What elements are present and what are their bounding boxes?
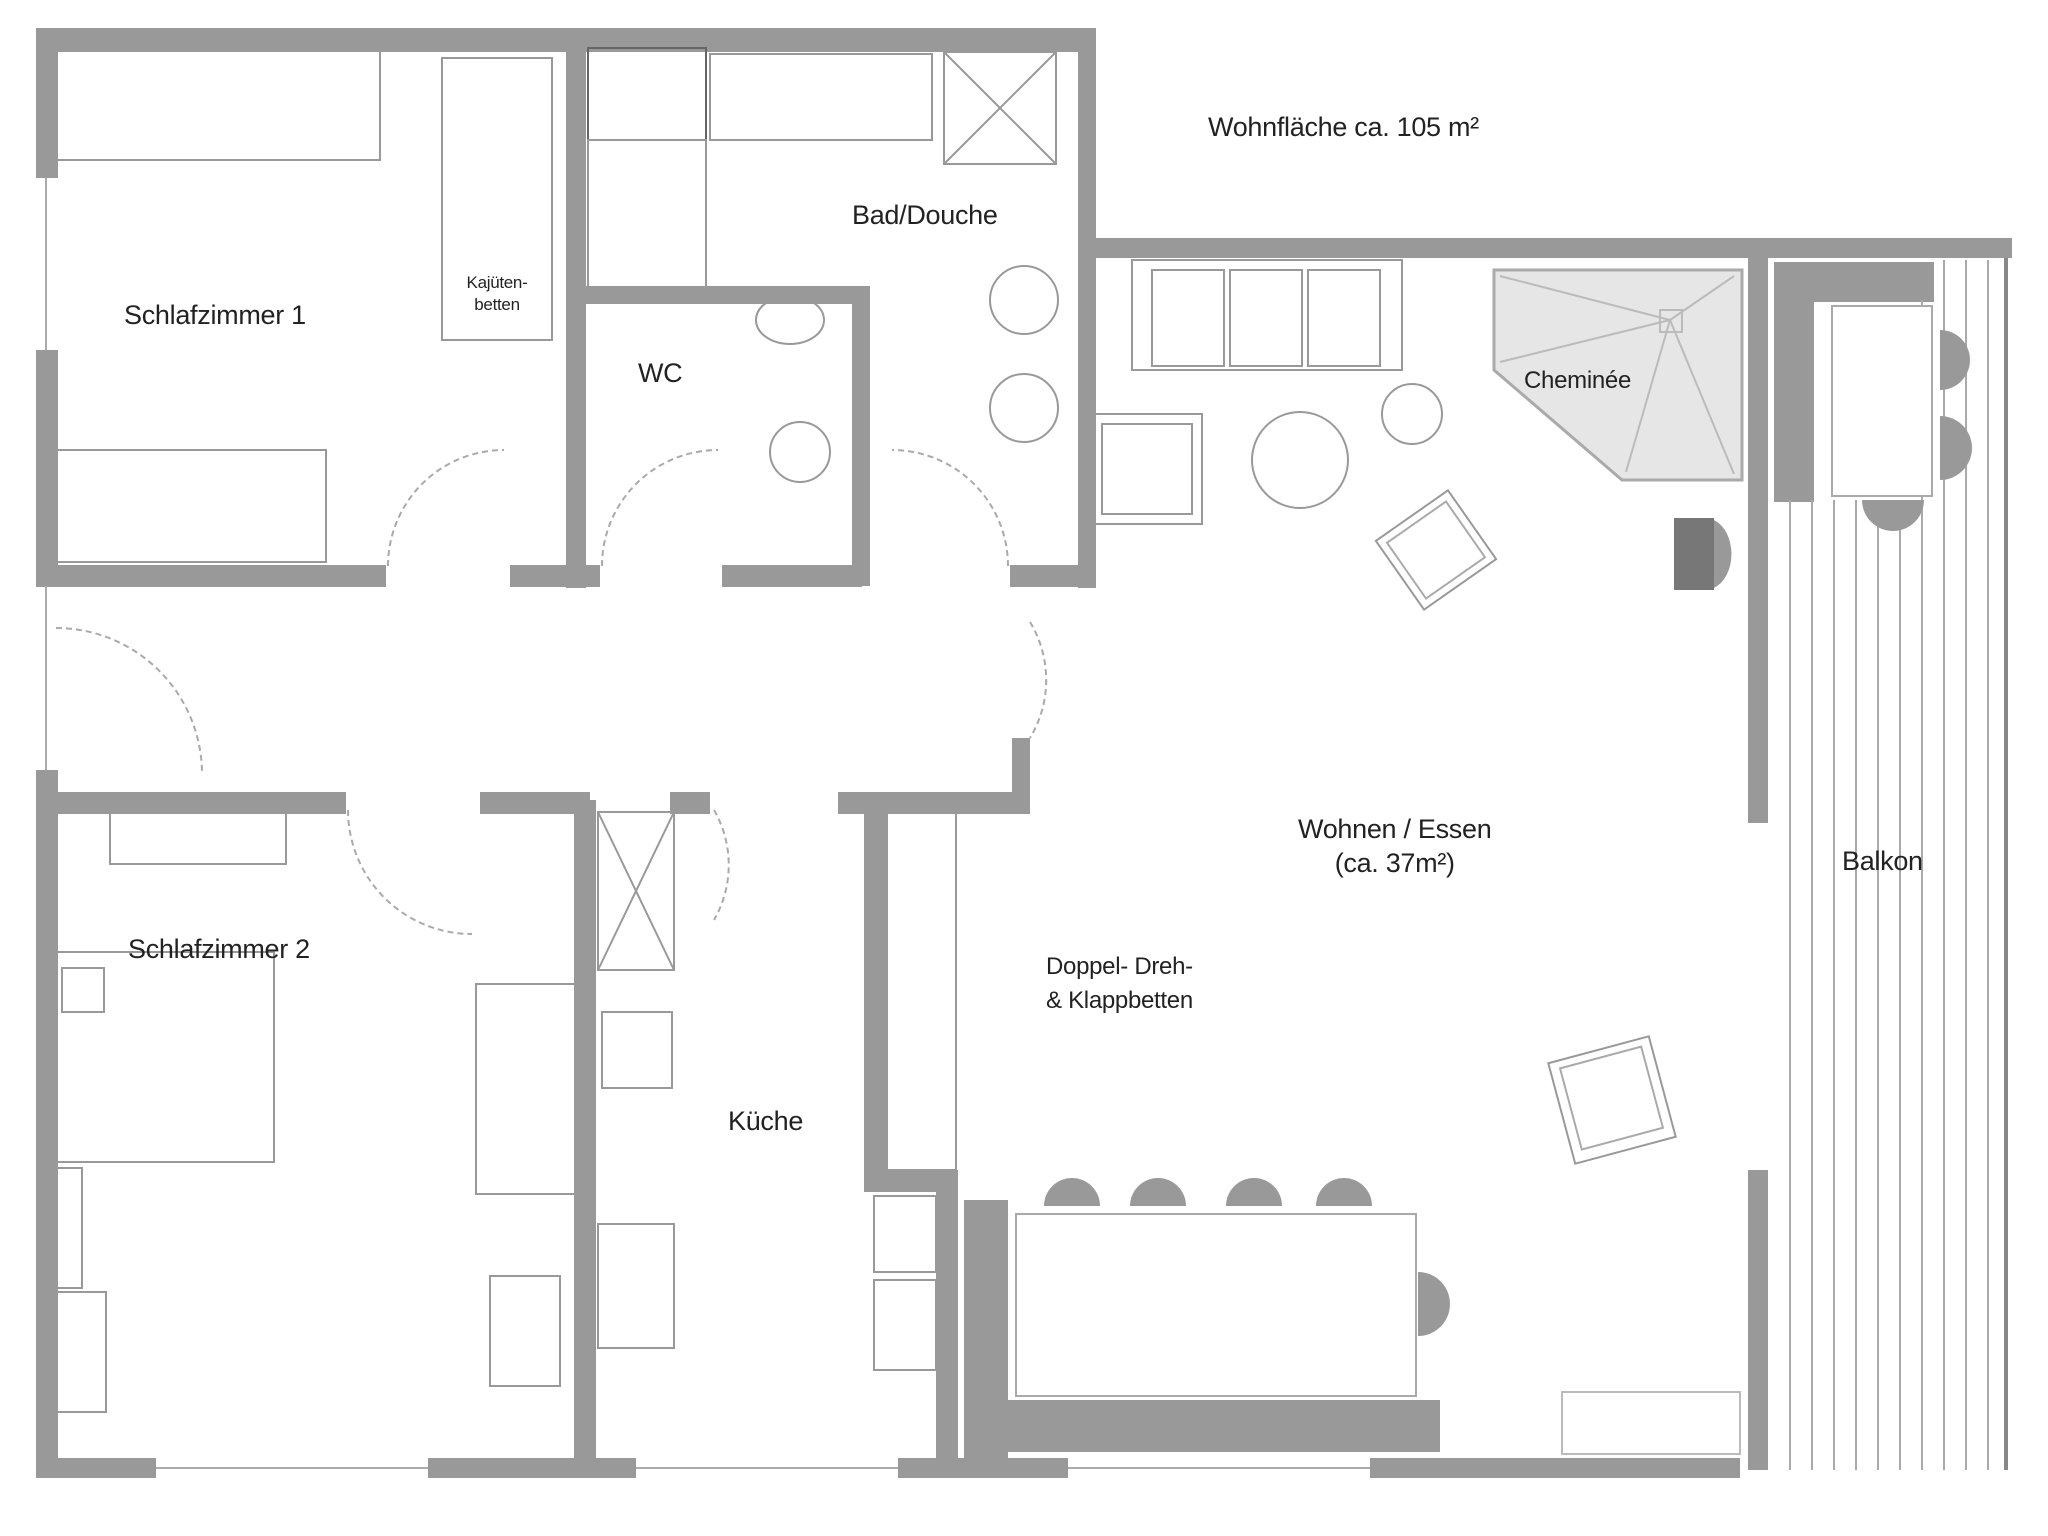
living-room-area: (ca. 37m²) xyxy=(1334,848,1455,878)
coffee-table xyxy=(1251,411,1349,509)
room-label-living: Wohnen / Essen (ca. 37m²) xyxy=(1298,812,1492,880)
room-label-bedroom2: Schlafzimmer 2 xyxy=(128,934,310,964)
bunk-bed-label-line2: betten xyxy=(474,295,520,314)
room-label-bathroom: Bad/Douche xyxy=(852,200,998,230)
room-label-wc: WC xyxy=(638,358,683,388)
bath-fixtures xyxy=(587,47,1059,483)
sofa-bed-note-line1: Doppel- Dreh- xyxy=(1046,953,1193,980)
dining-bench xyxy=(964,1200,1440,1460)
kitchen-cabinets xyxy=(597,811,957,1371)
fireplace-label: Cheminée xyxy=(1524,367,1631,394)
room-label-kitchen: Küche xyxy=(728,1106,804,1136)
dining-table xyxy=(1015,1213,1417,1397)
side-table xyxy=(1381,383,1443,445)
windows xyxy=(45,178,1370,1469)
balcony-bench xyxy=(1774,262,1934,502)
sofa-bed-note-line2: & Klappbetten xyxy=(1046,987,1193,1014)
living-room-name: Wohnen / Essen xyxy=(1298,814,1492,844)
bedroom1-furniture xyxy=(55,49,553,563)
doors xyxy=(55,449,1048,935)
balcony-chairs xyxy=(1862,330,1972,531)
armchair-rotated xyxy=(1374,488,1498,612)
room-label-balcony: Balkon xyxy=(1842,846,1923,876)
wood-stove xyxy=(1674,518,1732,590)
armchair-lower xyxy=(1547,1035,1677,1165)
sofa-bed-note: Doppel- Dreh- & Klappbetten xyxy=(1046,950,1193,1018)
dining-stools xyxy=(1044,1178,1450,1336)
bunk-bed-label: Kajüten- betten xyxy=(452,272,542,316)
sideboard xyxy=(1561,1391,1741,1455)
balcony-table xyxy=(1831,305,1933,497)
total-area-label: Wohnfläche ca. 105 m² xyxy=(1208,112,1479,142)
bedroom2-furniture xyxy=(55,799,577,1413)
sofa xyxy=(1131,259,1403,371)
room-label-bedroom1: Schlafzimmer 1 xyxy=(124,300,306,330)
bunk-bed-label-line1: Kajüten- xyxy=(466,273,528,292)
fireplace xyxy=(1492,268,1744,482)
armchair-left xyxy=(1091,413,1203,525)
